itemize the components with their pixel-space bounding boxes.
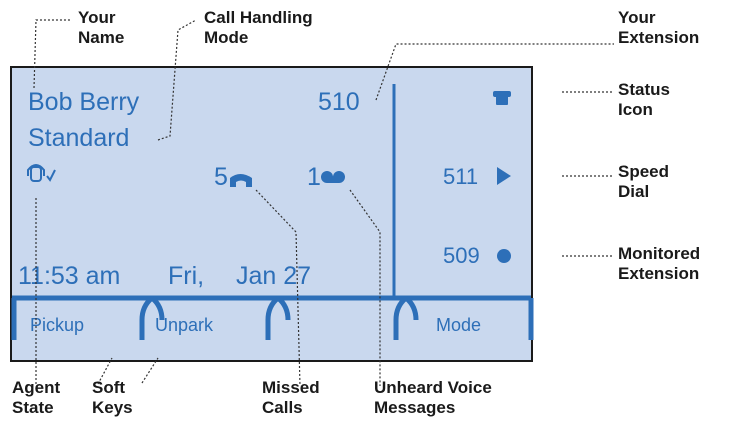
callout-status-icon: Status Icon xyxy=(618,80,670,120)
user-name: Bob Berry xyxy=(28,88,140,116)
play-arrow-icon xyxy=(497,167,511,185)
callout-call-handling-mode: Call Handling Mode xyxy=(204,8,313,48)
softkey-bar xyxy=(11,295,534,340)
call-handling-mode: Standard xyxy=(28,124,130,152)
agent-headset-check-icon xyxy=(27,164,56,182)
your-extension: 510 xyxy=(318,88,360,116)
phone-status-icon xyxy=(493,91,511,105)
clock-time: 11:53 am xyxy=(18,262,121,290)
callout-your-name: Your Name xyxy=(78,8,125,48)
callout-leaders xyxy=(33,19,614,387)
callout-speed-dial: Speed Dial xyxy=(618,162,670,202)
softkey-mode[interactable]: Mode xyxy=(436,315,482,335)
handset-icon xyxy=(230,174,252,187)
clock-date: Jan 27 xyxy=(236,262,312,290)
callout-missed-calls: Missed Calls xyxy=(262,378,320,418)
voicemail-count: 1 xyxy=(307,163,321,191)
callout-unheard-voice-messages: Unheard Voice Messages xyxy=(374,378,492,418)
circle-dot-icon xyxy=(497,249,511,263)
callout-monitored-extension: Monitored Extension xyxy=(618,244,701,284)
callout-agent-state: Agent State xyxy=(12,378,61,418)
monitored-extension-number[interactable]: 509 xyxy=(443,243,480,268)
callout-your-extension: Your Extension xyxy=(618,8,700,48)
speed-dial-number[interactable]: 511 xyxy=(443,164,479,189)
clock-day: Fri, xyxy=(168,262,205,290)
phone-lcd-screen xyxy=(10,66,533,362)
missed-calls-count: 5 xyxy=(214,163,228,191)
softkey-pickup[interactable]: Pickup xyxy=(30,315,85,335)
callout-soft-keys: Soft Keys xyxy=(92,378,133,418)
voicemail-tape-icon xyxy=(321,171,345,183)
softkey-unpark[interactable]: Unpark xyxy=(155,315,214,335)
